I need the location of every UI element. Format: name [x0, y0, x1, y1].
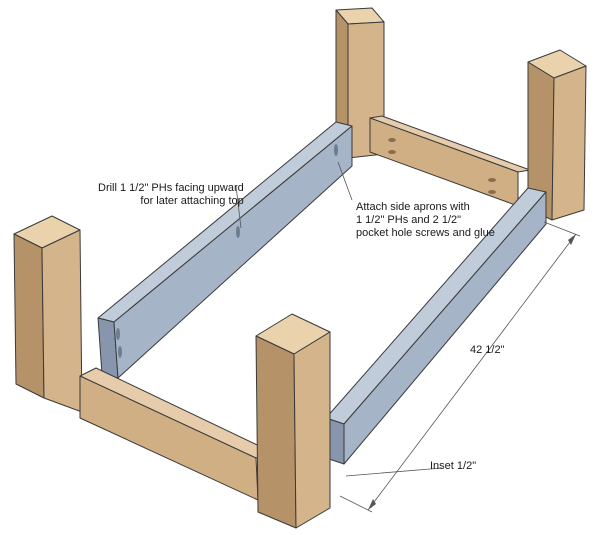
dimension-arrow-top	[568, 234, 576, 245]
dimension-extension-bottom	[339, 495, 373, 513]
length-dimension-label: 42 1/2"	[470, 344, 505, 356]
pocket-hole	[118, 346, 122, 358]
pocket-hole	[236, 226, 240, 238]
attach-note: Attach side aprons with 1 1/2" PHs and 2…	[356, 201, 495, 240]
dimension-line	[367, 233, 577, 511]
attach-note-line-1: Attach side aprons with	[356, 201, 470, 213]
pocket-hole	[488, 178, 496, 182]
drill-note: Drill 1 1/2" PHs facing upward for later…	[98, 182, 244, 208]
leader-line-inset	[345, 467, 443, 477]
attach-note-line-3: pocket hole screws and glue	[356, 227, 495, 239]
pocket-hole	[334, 144, 338, 156]
leader-line-drill	[235, 185, 242, 229]
pocket-hole	[116, 328, 120, 340]
dimension-extension-top	[543, 221, 581, 237]
end-apron-front	[79, 367, 273, 501]
side-apron-left	[97, 121, 353, 379]
drill-note-line-2: for later attaching top	[140, 195, 244, 207]
pocket-hole	[388, 138, 396, 142]
dimension-arrow-bottom	[368, 499, 376, 510]
leg-front-right	[255, 313, 331, 529]
leg-front-left	[13, 215, 83, 413]
pocket-hole	[488, 190, 496, 194]
attach-note-line-2: 1 1/2" PHs and 2 1/2"	[356, 214, 462, 226]
end-apron-back	[369, 115, 531, 207]
pocket-hole	[388, 150, 396, 154]
inset-label: Inset 1/2"	[430, 460, 477, 472]
leg-back-right	[527, 49, 587, 221]
leader-line-attach	[337, 161, 353, 201]
drill-note-line-1: Drill 1 1/2" PHs facing upward	[98, 182, 244, 194]
